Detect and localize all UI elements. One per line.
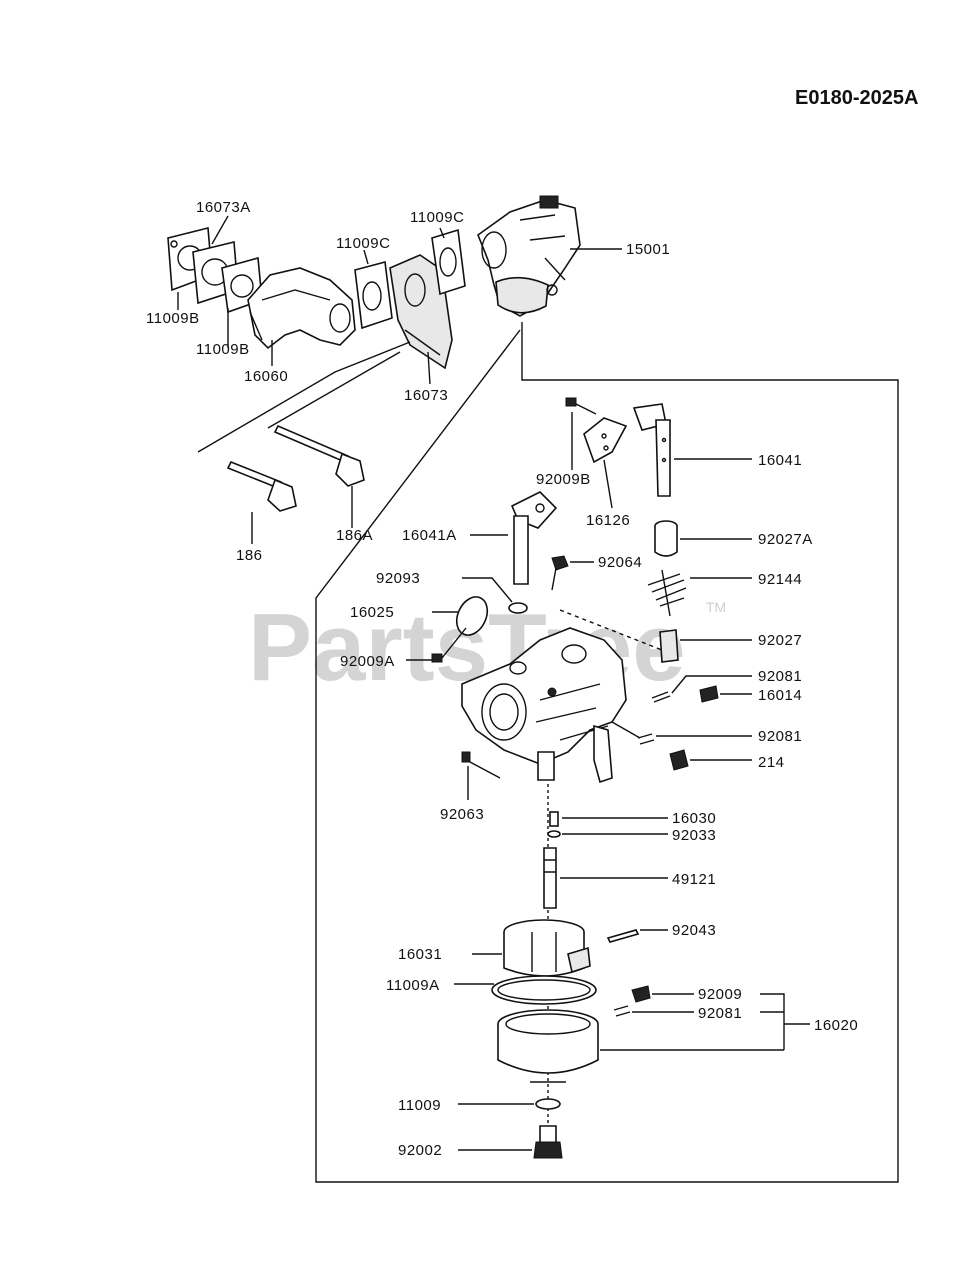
watermark-tm: TM <box>706 599 726 615</box>
washer-11009 <box>535 1098 561 1110</box>
label-16041A: 16041A <box>402 527 457 544</box>
label-92064: 92064 <box>598 554 642 571</box>
emulsion-tube-49121 <box>543 847 557 909</box>
label-16041: 16041 <box>758 452 802 469</box>
label-11009C-b: 11009C <box>410 209 464 226</box>
label-92093: 92093 <box>376 570 420 587</box>
label-92033: 92033 <box>672 827 716 844</box>
screw-16014 <box>699 685 719 703</box>
carburetor-assembly-15001 <box>477 195 581 317</box>
label-11009A: 11009A <box>386 977 440 994</box>
intake-manifold-16060 <box>247 267 356 350</box>
label-49121: 49121 <box>672 871 716 888</box>
label-92009A: 92009A <box>340 653 395 670</box>
label-186: 186 <box>236 547 263 564</box>
label-11009B-a: 11009B <box>146 310 200 327</box>
label-16073A: 16073A <box>196 199 251 216</box>
drain-bolt-92002 <box>533 1125 563 1159</box>
spring-92081-middle <box>637 733 655 745</box>
label-16030: 16030 <box>672 810 716 827</box>
label-92027A: 92027A <box>758 531 813 548</box>
bolt-186 <box>226 460 297 512</box>
washer-92033 <box>547 830 561 838</box>
label-16014: 16014 <box>758 687 802 704</box>
float-bowl <box>497 1009 599 1083</box>
label-16025: 16025 <box>350 604 394 621</box>
label-16060: 16060 <box>244 368 288 385</box>
screw-214 <box>669 749 689 771</box>
label-92002: 92002 <box>398 1142 442 1159</box>
drain-screw-92009 <box>631 985 651 1003</box>
bolt-186A <box>273 424 365 487</box>
screw-92009B <box>565 397 597 415</box>
screw-92064 <box>551 555 569 591</box>
spring-92081-upper <box>651 691 671 703</box>
gasket-11009C-right <box>431 228 466 296</box>
float-pin-92043 <box>606 929 640 943</box>
insulator-16073 <box>389 254 453 370</box>
screw-92009A <box>431 627 467 663</box>
label-11009C-a: 11009C <box>336 235 390 252</box>
label-186A: 186A <box>336 527 373 544</box>
label-92043: 92043 <box>672 922 716 939</box>
seal-92027A <box>654 520 678 557</box>
label-92081-c: 92081 <box>698 1005 742 1022</box>
label-92144: 92144 <box>758 571 802 588</box>
screw-92063 <box>461 751 501 779</box>
float-bowl-gasket-11009A <box>491 975 597 1005</box>
label-92063: 92063 <box>440 806 484 823</box>
label-92081-a: 92081 <box>758 668 802 685</box>
throttle-shaft-16041 <box>632 403 671 497</box>
label-16031: 16031 <box>398 946 442 963</box>
label-16020: 16020 <box>814 1017 858 1034</box>
spring-92081-lower <box>613 1005 631 1017</box>
washer-92093 <box>508 602 528 614</box>
label-214: 214 <box>758 754 785 771</box>
gasket-11009C-left <box>354 260 393 330</box>
choke-shaft-16041A <box>510 491 558 585</box>
label-16073: 16073 <box>404 387 448 404</box>
label-92027: 92027 <box>758 632 802 649</box>
diagram-code: E0180-2025A <box>795 87 918 109</box>
label-16126: 16126 <box>586 512 630 529</box>
float-16031 <box>503 919 591 977</box>
label-92009B: 92009B <box>536 471 591 488</box>
label-92081-b: 92081 <box>758 728 802 745</box>
label-92009: 92009 <box>698 986 742 1003</box>
choke-plate-16025 <box>455 596 489 636</box>
spring-92144 <box>647 569 687 617</box>
label-11009B-b: 11009B <box>196 341 250 358</box>
main-jet-16030 <box>549 811 559 827</box>
label-11009: 11009 <box>398 1097 441 1114</box>
throttle-plate-16126 <box>583 417 628 464</box>
seal-92027 <box>659 629 679 663</box>
label-15001: 15001 <box>626 241 670 258</box>
